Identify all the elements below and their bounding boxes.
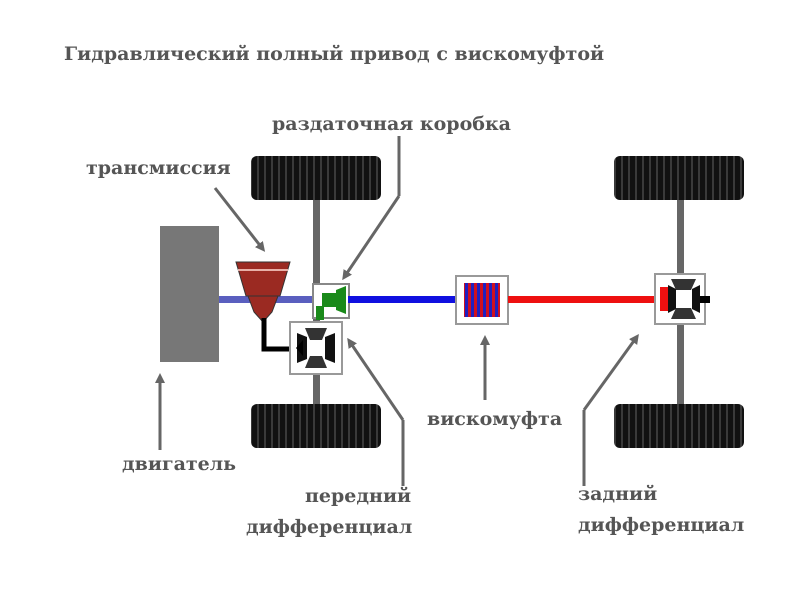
rear-diff-label-line2: дифференциал [578, 514, 744, 536]
transmission-arrow [213, 187, 266, 252]
rear-differential-unit [654, 273, 710, 325]
rear-diff-label-line1: задний [578, 483, 657, 505]
front-differential-unit [289, 321, 343, 375]
engine-block [160, 226, 219, 362]
transfer-case-arrow [342, 195, 401, 281]
viscous-coupling-label: вискомуфта [427, 408, 562, 430]
rear-diff-arrow [582, 333, 639, 411]
transmission-label: трансмиссия [86, 157, 231, 179]
rear-left-tire [614, 156, 744, 200]
front-right-tire [251, 404, 381, 448]
rear-right-tire [614, 404, 744, 448]
front-diff-label-line1: передний [305, 485, 411, 507]
front-diff-arrow [347, 337, 405, 421]
diagram-title: Гидравлический полный привод с вискомуфт… [64, 43, 604, 65]
transfer-case-label: раздаточная коробка [272, 113, 511, 135]
transmission-unit [235, 261, 291, 323]
front-left-tire [251, 156, 381, 200]
blue-driveshaft [348, 296, 456, 303]
viscous-coupling-unit [455, 275, 509, 325]
engine-label: двигатель [122, 453, 236, 475]
front-diff-label-line2: дифференциал [246, 516, 412, 538]
red-driveshaft [508, 296, 660, 303]
